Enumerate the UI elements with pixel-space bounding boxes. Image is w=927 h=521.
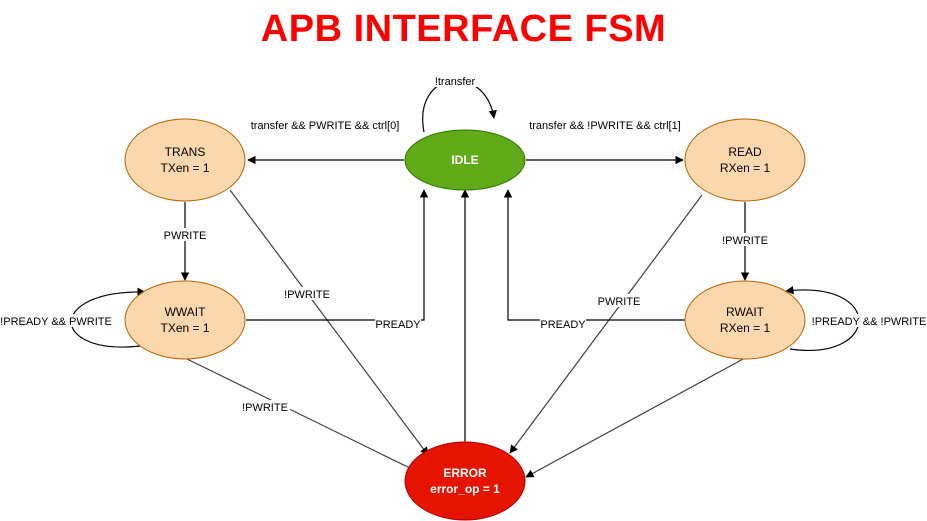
label-read-to-error: PWRITE [595,294,645,308]
label-read-to-rwait: !PWRITE [720,233,770,247]
state-rwait-name: RWAIT [726,305,765,319]
label-wwait-to-idle: PREADY [375,318,421,331]
label-rwait-self: !PREADY && !PWRITE [812,314,927,328]
edge-rwait-to-error [525,357,746,478]
state-trans-output: TXen = 1 [160,161,209,175]
svg-text:PREADY: PREADY [540,319,586,331]
state-wwait-name: WWAIT [165,305,207,319]
state-idle-label: IDLE [451,153,478,167]
edge-wwait-to-error [184,357,419,473]
state-idle: IDLE [404,129,526,191]
state-read-output: RXen = 1 [720,161,771,175]
state-trans: TRANS TXen = 1 [124,118,246,202]
label-idle-to-read: transfer && !PWRITE && ctrl[1] [529,120,681,132]
edge-read-to-error [509,194,703,454]
svg-text:!PREADY && PWRITE: !PREADY && PWRITE [0,316,112,328]
label-wwait-to-error: !PWRITE [240,400,290,414]
svg-text:PWRITE: PWRITE [164,230,207,242]
svg-text:!PWRITE: !PWRITE [722,235,768,247]
svg-text:!transfer: !transfer [435,76,476,88]
edge-wwait-to-idle [246,189,429,321]
svg-text:PREADY: PREADY [375,319,421,331]
svg-text:!PWRITE: !PWRITE [242,402,288,414]
label-trans-to-error: !PWRITE [282,287,332,301]
edge-idle-self [422,79,497,133]
state-error: ERROR error_op = 1 [404,441,526,521]
label-rwait-to-idle: PREADY [540,318,586,331]
label-idle-to-trans: transfer && PWRITE && ctrl[0] [251,120,400,132]
svg-text:!PREADY && !PWRITE: !PREADY && !PWRITE [812,316,927,328]
label-idle-self: !transfer [433,75,478,88]
state-read: READ RXen = 1 [684,118,806,202]
label-trans-to-wwait: PWRITE [160,228,210,242]
svg-text:PWRITE: PWRITE [598,296,641,308]
state-rwait: RWAIT RXen = 1 [684,280,806,360]
state-error-output: error_op = 1 [430,482,500,496]
state-wwait-output: TXen = 1 [160,321,209,335]
state-rwait-output: RXen = 1 [720,321,771,335]
state-error-name: ERROR [443,466,487,480]
edge-rwait-to-idle [503,189,685,321]
edge-trans-to-error [229,189,429,456]
state-trans-name: TRANS [165,145,206,159]
diagram-title: APB INTERFACE FSM [260,8,667,50]
state-read-name: READ [728,145,762,159]
svg-text:!PWRITE: !PWRITE [284,289,330,301]
state-wwait: WWAIT TXen = 1 [124,280,246,360]
label-wwait-self: !PREADY && PWRITE [0,314,112,328]
